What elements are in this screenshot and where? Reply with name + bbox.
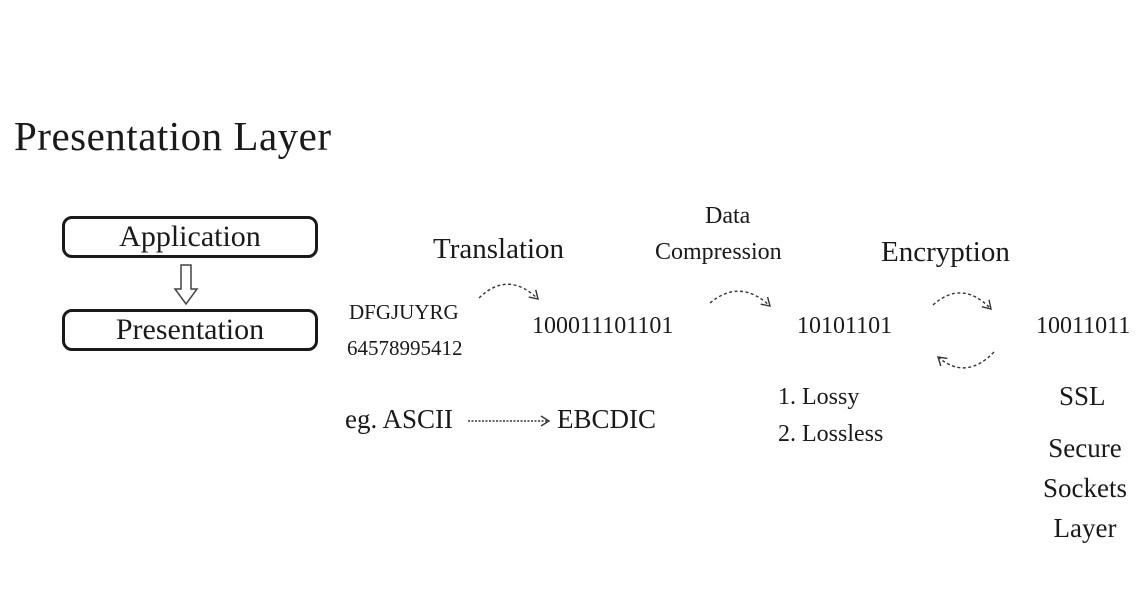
- encryption-forward-arrow-icon: [932, 292, 992, 310]
- application-layer-box: Application: [62, 216, 318, 258]
- translation-curved-arrow-icon: [478, 283, 539, 300]
- translation-heading: Translation: [433, 233, 565, 265]
- translation-input-text: DFGJUYRG: [349, 300, 459, 324]
- compression-heading-line1: Data: [705, 203, 751, 229]
- presentation-layer-label: Presentation: [115, 313, 265, 346]
- page-title: Presentation Layer: [14, 113, 332, 159]
- application-layer-label: Application: [119, 220, 261, 253]
- translation-output-bits: 100011101101: [532, 313, 674, 339]
- presentation-layer-box: Presentation: [62, 309, 318, 351]
- encryption-output-bits: 10011011: [1036, 313, 1131, 339]
- encryption-heading: Encryption: [881, 236, 1010, 268]
- ssl-acronym: SSL: [1059, 381, 1106, 411]
- compression-type-lossy: 1. Lossy: [778, 384, 860, 410]
- compression-type-lossless: 2. Lossless: [778, 421, 884, 447]
- decryption-reverse-arrow-icon: [936, 351, 995, 369]
- ssl-word-layer: Layer: [1053, 513, 1117, 543]
- ssl-word-sockets: Sockets: [1043, 473, 1127, 503]
- ssl-expansion: Secure Sockets Layer: [1030, 428, 1140, 548]
- example-source-encoding: eg. ASCII: [345, 404, 453, 434]
- layer-down-arrow-icon: [173, 264, 199, 306]
- compression-curved-arrow-icon: [709, 290, 771, 307]
- compression-heading-line2: Compression: [655, 239, 782, 265]
- translation-input-number: 64578995412: [347, 336, 463, 360]
- compression-output-bits: 10101101: [797, 313, 893, 339]
- ssl-word-secure: Secure: [1048, 433, 1122, 463]
- example-target-encoding: EBCDIC: [557, 404, 657, 434]
